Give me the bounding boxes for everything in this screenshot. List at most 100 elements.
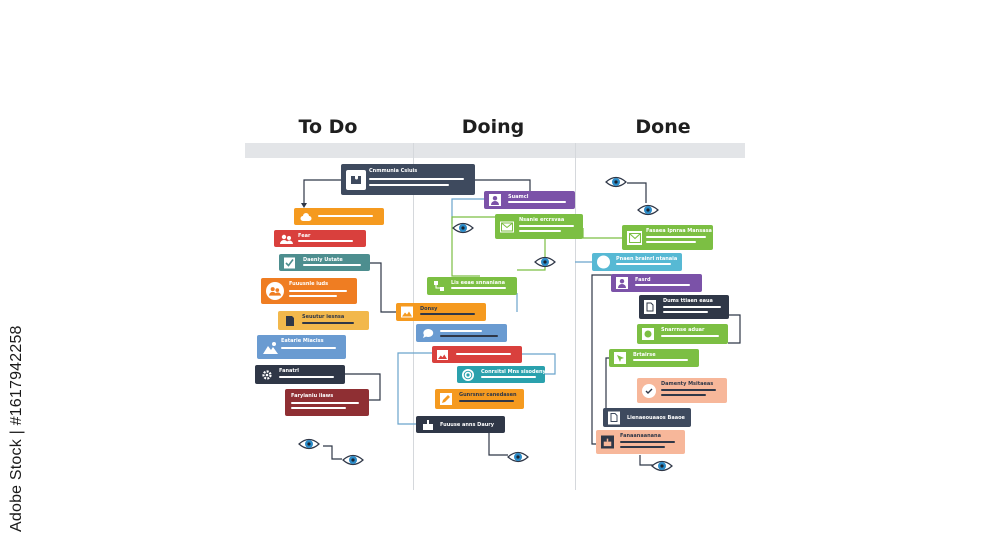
task-card-label: Gunrsnsr canedasen	[459, 392, 517, 398]
check-circle-icon	[642, 383, 656, 398]
task-card[interactable]: Seuutur iesnsa	[278, 311, 369, 330]
task-card-label: Lis eeae snnaniana	[451, 280, 505, 286]
task-card[interactable]: Cnmmunia Csiuis	[341, 164, 475, 195]
task-card[interactable]: Dums ttiaen eaua	[639, 295, 729, 319]
task-card[interactable]: Donsy	[396, 303, 486, 321]
task-card-line	[620, 441, 675, 443]
column-title-done: Done	[635, 116, 691, 138]
target-icon	[462, 368, 474, 381]
connector	[488, 430, 508, 456]
task-card-label: Dums ttiaen eaua	[663, 298, 713, 304]
task-card-line	[616, 263, 671, 265]
task-card[interactable]: Snarrnse aduar	[637, 324, 728, 344]
task-card-label: Fanatrl	[279, 368, 299, 374]
task-card[interactable]: Fuuusnle iuds	[261, 278, 357, 304]
task-card[interactable]: Fanaanaanana	[596, 430, 685, 454]
task-card[interactable]: Suamcl	[484, 191, 575, 209]
connector	[474, 179, 531, 192]
column-title-todo: To Do	[298, 116, 358, 138]
task-card-line	[298, 240, 353, 242]
task-card[interactable]: Pnaen brainrl ntanaia	[592, 253, 682, 271]
people-icon	[266, 282, 284, 300]
column-title-doing: Doing	[461, 116, 525, 138]
task-card-label: Snarrnse aduar	[661, 327, 705, 333]
task-card[interactable]: Fanatrl	[255, 365, 345, 384]
chat-icon	[421, 326, 435, 340]
connector	[639, 455, 655, 466]
task-card-line	[451, 287, 506, 289]
task-card[interactable]: Fuuuse anns Daury	[416, 416, 505, 433]
image-icon	[401, 306, 413, 318]
task-card[interactable]: Eatarie Miaciss	[257, 335, 346, 359]
task-card-label: Faryianiu iiaws	[291, 393, 334, 399]
connector	[397, 352, 432, 425]
task-card-line	[646, 236, 706, 238]
puzzle-icon	[346, 169, 366, 190]
gear-icon	[260, 368, 274, 382]
mail-icon	[500, 221, 514, 232]
edit-icon	[440, 393, 452, 405]
task-card[interactable]	[432, 346, 522, 363]
task-card-label: Eatarie Miaciss	[281, 338, 324, 344]
task-card-line	[456, 353, 511, 355]
task-card-label: Donsy	[420, 306, 438, 312]
task-card-line	[519, 230, 561, 232]
task-card-line	[661, 389, 716, 391]
column-divider-2	[575, 143, 576, 490]
task-card-line	[291, 407, 346, 409]
task-card-line	[420, 313, 475, 315]
connector	[451, 198, 484, 224]
task-card-line	[279, 376, 334, 378]
task-card[interactable]: Fasrd	[611, 274, 702, 292]
task-card-line	[633, 359, 688, 361]
task-card-line	[481, 376, 536, 378]
task-card[interactable]: Lienaeouaaos Baaoe	[603, 408, 691, 427]
document-icon	[283, 314, 297, 328]
task-card[interactable]: Faryianiu iiaws	[285, 389, 369, 416]
task-card-line	[440, 335, 498, 337]
task-card-label: Lienaeouaaos Baaoe	[627, 415, 685, 421]
task-card[interactable]: Fear	[274, 230, 366, 247]
user-icon	[489, 194, 501, 206]
user-icon	[616, 277, 628, 289]
connector	[451, 216, 496, 277]
task-card-line	[289, 295, 337, 297]
stock-watermark: Adobe Stock | #1617942258	[6, 300, 28, 532]
task-card-line	[369, 178, 464, 180]
document-icon	[644, 300, 656, 314]
task-card[interactable]	[294, 208, 384, 225]
task-card-label: Pnaen brainrl ntanaia	[616, 256, 678, 262]
cursor-icon	[614, 352, 626, 364]
eye-icon	[605, 176, 627, 188]
task-card[interactable]: Fasaea Ipnraa Mansasa	[622, 225, 713, 250]
task-card-line	[440, 330, 482, 332]
task-card-line	[291, 402, 359, 404]
task-card[interactable]: Damenty Msitaeas	[637, 378, 727, 403]
connector	[303, 179, 342, 204]
task-card-line	[281, 347, 336, 349]
task-card-label: Conrsitsl Mns sisodenyos	[481, 369, 553, 375]
task-card-label: Fasrd	[635, 277, 651, 283]
task-card[interactable]: Conrsitsl Mns sisodenyos	[457, 366, 552, 383]
task-card-line	[661, 335, 719, 337]
task-card[interactable]: Gunrsnsr canedasen	[435, 389, 524, 409]
task-card[interactable]	[416, 324, 507, 342]
task-card-label: Daeniy Ustate	[303, 257, 343, 263]
task-card-line	[635, 284, 690, 286]
task-card-line	[663, 311, 708, 313]
task-card-label: Fasaea Ipnraa Mansasa	[646, 228, 712, 234]
eye-icon	[651, 460, 673, 472]
connector	[728, 314, 741, 344]
eye-icon	[637, 204, 659, 216]
eye-icon	[452, 222, 474, 234]
task-card-label: Fanaanaanana	[620, 433, 661, 439]
task-card[interactable]: Brtairse	[609, 349, 699, 367]
task-card[interactable]: Nsanie ercrsvaa	[495, 214, 583, 239]
task-card-label: Damenty Msitaeas	[661, 381, 714, 387]
eye-icon	[298, 438, 320, 450]
task-card-line	[508, 201, 566, 203]
task-card[interactable]: Lis eeae snnaniana	[427, 277, 517, 295]
task-card[interactable]: Daeniy Ustate	[279, 254, 370, 271]
stock-watermark-text: Adobe Stock | #1617942258	[8, 325, 25, 532]
task-card-label: Nsanie ercrsvaa	[519, 217, 565, 223]
